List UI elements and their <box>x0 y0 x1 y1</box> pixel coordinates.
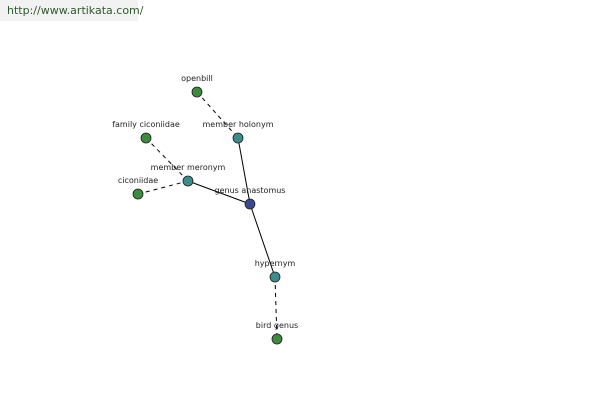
node-marker-hypernym[interactable] <box>269 271 281 283</box>
node-marker-member-meronym[interactable] <box>182 175 194 187</box>
node-genus-anastomus[interactable]: genus anastomus <box>215 186 286 210</box>
node-label-genus-anastomus: genus anastomus <box>215 186 286 195</box>
node-label-family-ciconiidae: family ciconiidae <box>112 120 180 129</box>
edge-ciconiidae-member-meronym <box>137 180 189 195</box>
node-openbill[interactable]: openbill <box>181 74 213 98</box>
graph-nodes: openbill member holonym family ciconiidae m… <box>112 74 298 345</box>
node-marker-ciconiidae[interactable] <box>132 188 144 200</box>
node-marker-family-ciconiidae[interactable] <box>140 132 152 144</box>
edge-member-holonym-genus-anastomus <box>237 137 251 205</box>
node-label-member-meronym: member meronym <box>151 163 226 172</box>
node-label-bird-genus: bird genus <box>256 321 298 330</box>
source-banner: http://www.artikata.com/ <box>0 0 143 21</box>
node-marker-member-holonym[interactable] <box>232 132 244 144</box>
edge-family-ciconiidae-member-meronym <box>145 137 189 182</box>
node-hypernym[interactable]: hypernym <box>255 259 296 283</box>
node-marker-openbill[interactable] <box>191 86 203 98</box>
edge-genus-anastomus-hypernym <box>249 203 276 278</box>
edge-openbill-member-holonym <box>196 91 239 139</box>
source-link[interactable]: http://www.artikata.com/ <box>7 4 144 17</box>
edge-member-meronym-genus-anastomus <box>187 180 251 205</box>
edge-hypernym-bird-genus <box>274 276 278 340</box>
node-label-openbill: openbill <box>181 74 213 83</box>
node-marker-bird-genus[interactable] <box>271 333 283 345</box>
node-ciconiidae[interactable]: ciconiidae <box>118 176 158 200</box>
node-label-hypernym: hypernym <box>255 259 296 268</box>
graph-edges <box>137 91 278 340</box>
node-member-holonym[interactable]: member holonym <box>202 120 274 144</box>
node-member-meronym[interactable]: member meronym <box>151 163 226 187</box>
node-bird-genus[interactable]: bird genus <box>256 321 298 345</box>
node-marker-genus-anastomus[interactable] <box>244 198 256 210</box>
node-label-member-holonym: member holonym <box>202 120 273 129</box>
node-label-ciconiidae: ciconiidae <box>118 176 158 185</box>
node-family-ciconiidae[interactable]: family ciconiidae <box>112 120 180 144</box>
